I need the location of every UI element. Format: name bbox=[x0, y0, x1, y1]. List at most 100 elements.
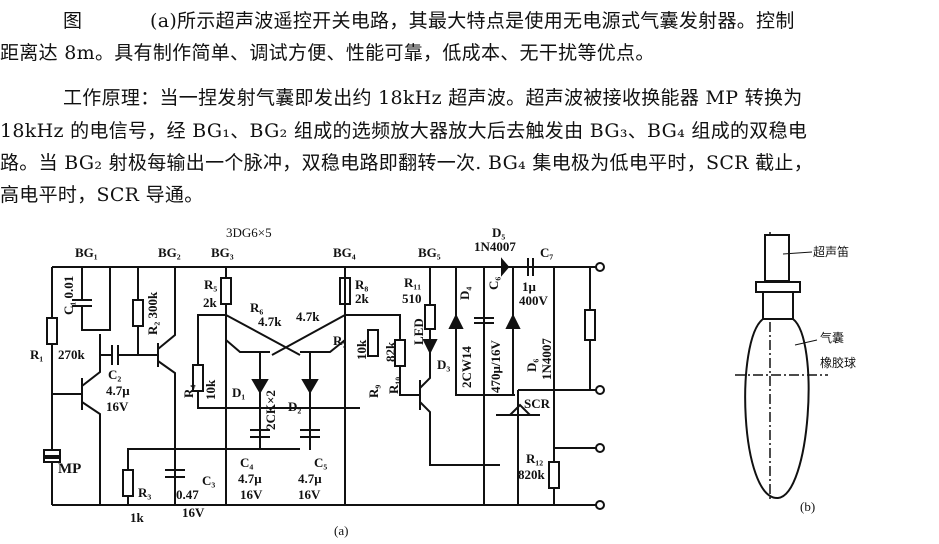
r8-label: R₈ bbox=[355, 277, 369, 292]
r1-value: 270k bbox=[58, 347, 85, 362]
r10-label: R₁₀ bbox=[386, 376, 401, 394]
c5-label: C₅ bbox=[314, 455, 328, 470]
resistor-r2 bbox=[132, 299, 144, 327]
paragraph-line: (a)所示超声波遥控开关电路，其最大特点是使用无电源式气囊发射器。控制 bbox=[150, 10, 795, 32]
r3-value: 1k bbox=[130, 510, 144, 525]
r8-value: 2k bbox=[355, 291, 369, 306]
c7-value: 1μ bbox=[522, 279, 536, 294]
c3-voltage: 16V bbox=[182, 505, 205, 520]
resistor-r4 bbox=[192, 364, 204, 392]
load-resistor bbox=[584, 309, 596, 341]
transistor-bg2 bbox=[137, 267, 176, 505]
d5-type-label: 1N4007 bbox=[474, 239, 516, 254]
diode-d5 bbox=[501, 257, 510, 277]
r2-label: R₂ 300k bbox=[145, 291, 160, 335]
air-bladder-drawing bbox=[735, 232, 828, 500]
paragraph-line: 路。当 BG₂ 射极每输出一个脉冲，双稳电路即翻转一次. BG₄ 集电极为低电平… bbox=[0, 152, 814, 174]
d2-label: D₂ bbox=[288, 399, 302, 414]
r6-value: 4.7k bbox=[258, 314, 282, 329]
resistor-r10 bbox=[394, 339, 406, 367]
resistor-r5 bbox=[220, 277, 232, 305]
resistor-r12 bbox=[548, 461, 560, 489]
flipflop-wiring bbox=[197, 267, 360, 505]
r5-value: 2k bbox=[203, 295, 217, 310]
r7-value: 4.7k bbox=[296, 309, 320, 324]
c1-label: C₁ 0.01 bbox=[61, 275, 76, 315]
terminal bbox=[595, 262, 605, 272]
paragraph-line: 18kHz 的电信号，经 BG₁、BG₂ 组成的选频放大器放大后去触发由 BG₃… bbox=[0, 120, 808, 142]
r6-label: R₆ bbox=[250, 300, 264, 315]
r1-label: R₁ bbox=[30, 347, 44, 362]
c6-value: 470μ/16V bbox=[488, 340, 503, 393]
resistor-r3 bbox=[122, 469, 134, 497]
caption-a: (a) bbox=[334, 523, 349, 538]
bg5-label: BG₅ bbox=[418, 245, 441, 260]
led-d3 bbox=[422, 339, 438, 355]
d4-type: 2CW14 bbox=[459, 346, 474, 388]
mp-label: MP bbox=[58, 461, 82, 477]
c2-label: C₂ bbox=[108, 367, 122, 382]
rubber-ball-label: 橡胶球 bbox=[820, 356, 857, 370]
bg4-label: BG₄ bbox=[333, 245, 356, 260]
supply-wiring bbox=[455, 267, 555, 505]
d5-label: D₅ bbox=[492, 225, 506, 240]
r9-label: R₉ bbox=[366, 384, 381, 398]
output-wiring bbox=[554, 267, 600, 449]
c7-voltage: 400V bbox=[519, 293, 548, 308]
bg1-label: BG₁ bbox=[75, 245, 98, 260]
c7-label: C₇ bbox=[540, 245, 554, 260]
c3-label: C₃ bbox=[202, 473, 216, 488]
resistor-r9 bbox=[367, 329, 379, 357]
d3-label: D₃ bbox=[437, 357, 451, 372]
caption-b: (b) bbox=[800, 499, 816, 514]
terminal bbox=[595, 385, 605, 395]
capacitors-c4-c5 bbox=[250, 267, 346, 505]
bg3-label: BG₃ bbox=[211, 245, 234, 260]
d6-type: 1N4007 bbox=[539, 338, 554, 380]
c4-value: 4.7μ bbox=[238, 471, 262, 486]
c5-value: 4.7μ bbox=[298, 471, 322, 486]
resistor-r1 bbox=[46, 317, 58, 345]
bladder-label: 气囊 bbox=[820, 331, 845, 345]
capacitor-c7 bbox=[527, 258, 534, 276]
c6-label: C₆ bbox=[486, 276, 501, 290]
r3-label: R₃ bbox=[138, 485, 152, 500]
r11-value: 510 bbox=[402, 291, 422, 306]
d4-label: D₄ bbox=[457, 286, 472, 300]
r12-label: R₁₂ bbox=[526, 451, 544, 466]
capacitor-c1 bbox=[72, 267, 111, 360]
transducer-mp bbox=[43, 449, 61, 457]
r11-label: R₁₁ bbox=[404, 275, 422, 290]
diodes-d4-d6 bbox=[448, 313, 521, 329]
scr bbox=[496, 389, 600, 505]
c4-label: C₄ bbox=[240, 455, 254, 470]
transistor-bg1 bbox=[52, 360, 101, 505]
d1-d2-type: 2CK×2 bbox=[263, 390, 278, 430]
r10-value: 82k bbox=[383, 341, 398, 362]
whistle-label: 超声笛 bbox=[813, 245, 850, 259]
terminal bbox=[595, 500, 605, 510]
d1-label: D₁ bbox=[232, 385, 246, 400]
bg2-label: BG₂ bbox=[158, 245, 181, 260]
capacitor-c2 bbox=[100, 345, 138, 365]
c4-voltage: 16V bbox=[240, 487, 263, 502]
scr-label: SCR bbox=[524, 396, 551, 411]
capacitor-c3 bbox=[127, 448, 300, 505]
transistor-type-label: 3DG6×5 bbox=[226, 225, 272, 240]
c2-voltage: 16V bbox=[106, 399, 129, 414]
c5-voltage: 16V bbox=[298, 487, 321, 502]
r7-label: R₇ bbox=[333, 333, 347, 348]
figure-label: 图 bbox=[63, 10, 83, 32]
terminal bbox=[595, 443, 605, 453]
r12-value: 820k bbox=[518, 467, 545, 482]
resistor-r11 bbox=[424, 304, 436, 330]
paragraph-line: 距离达 8m。具有制作简单、调试方便、性能可靠，低成本、无干扰等优点。 bbox=[0, 42, 655, 64]
r4-value: 10k bbox=[203, 379, 218, 400]
paragraph-line: 高电平时，SCR 导通。 bbox=[0, 184, 204, 206]
paragraph-line: 工作原理：当一捏发射气囊即发出约 18kHz 超声波。超声波被接收换能器 MP … bbox=[63, 87, 803, 109]
c3-value: 0.47 bbox=[176, 487, 199, 502]
c2-value: 4.7μ bbox=[106, 383, 130, 398]
r5-label: R₅ bbox=[204, 277, 218, 292]
